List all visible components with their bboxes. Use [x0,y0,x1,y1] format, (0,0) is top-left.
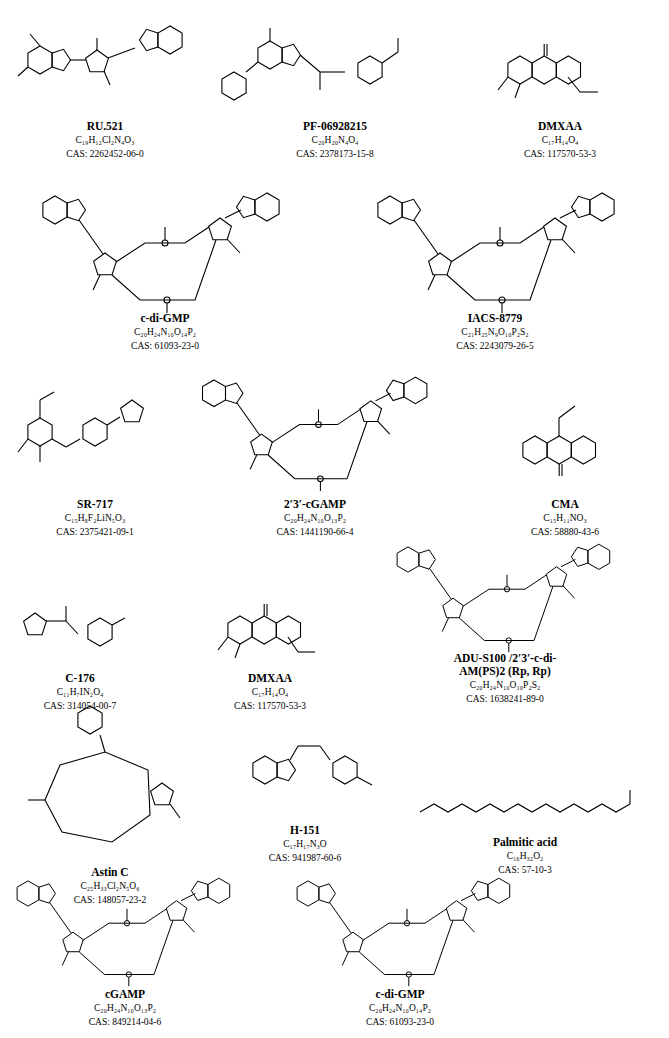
compound-name: DMXAA [538,120,582,133]
compound-name: SR-717 [77,498,113,511]
compound-name: DMXAA [248,672,292,685]
molecular-formula: C₂₀H₂₄N₁₀O₁₃P₂ [94,1002,156,1015]
compound-name: Palmitic acid [493,836,557,849]
molecular-formula: C₁₆H₃₂O₂ [507,850,544,863]
compound-name: ADU-S100 /2′3′-c-di-AM(PS)2 (Rp, Rp) [440,652,570,678]
cas-number: CAS: 1441190-66-4 [277,526,354,539]
cas-number: CAS: 2375421-09-1 [56,526,133,539]
compound-name: RU.521 [87,120,124,133]
molecular-formula: C₂₁H₂₅N₉O₁₀P₂S₂ [461,326,528,339]
cas-number: CAS: 941987-60-6 [269,852,342,865]
cas-number: CAS: 57-10-3 [498,864,552,877]
molecular-formula: C₂₀H₂₄N₁₀O₁₃P₂ [284,512,346,525]
cas-number: CAS: 1638241-89-0 [466,693,543,706]
compound-name: c-di-GMP [375,988,424,1001]
cas-number: CAS: 117570-53-3 [524,148,596,161]
cas-number: CAS: 58880-43-6 [531,526,599,539]
cas-number: CAS: 61093-23-0 [366,1016,434,1029]
cas-number: CAS: 2262452-06-0 [66,148,143,161]
molecular-formula: C₂₀H₂₄N₁₀O₁₄P₂ [134,326,196,339]
molecular-formula: C₁₅H₈F₂LiN₅O₃ [65,512,126,525]
molecular-formula: C₁₁H₇IN₂O₄ [57,686,104,699]
molecular-formula: C₁₇H₁₇N₃O [283,838,326,851]
cas-number: CAS: 117570-53-3 [234,700,306,713]
cas-number: CAS: 314054-00-7 [44,700,117,713]
cas-number: CAS: 2243079-26-5 [456,340,533,353]
molecular-formula: C₁₇H₁₄O₄ [542,134,579,147]
compound-name: 2′3′-cGAMP [284,498,346,511]
molecular-formula: C₂₀H₂₄N₁₀O₁₄P₂ [369,1002,431,1015]
cas-number: CAS: 148057-23-2 [74,894,147,907]
compound-name: c-di-GMP [140,312,189,325]
molecular-formula: C₁₉H₁₂Cl₂N₄O₃ [75,134,134,147]
compound-name: Astin C [91,866,128,879]
molecular-formula: C₁₅H₁₁NO₃ [543,512,586,525]
cas-number: CAS: 61093-23-0 [131,340,199,353]
molecular-formula: C₂₀H₂₄N₁₀O₁₀P₂S₂ [470,679,541,692]
molecular-formula: C₁₇H₁₄O₄ [252,686,289,699]
compound-name: PF-06928215 [303,120,367,133]
compound-name: H-151 [290,824,320,837]
compound-name: cGAMP [105,988,145,1001]
molecular-formula: C₂₀H₂₀N₄O₄ [312,134,359,147]
molecular-formula: C₂₅H₃₃Cl₂N₅O₆ [80,880,139,893]
compound-name: C-176 [65,672,94,685]
compound-name: CMA [551,498,578,511]
cas-number: CAS: 2378173-15-8 [296,148,373,161]
compound-name: IACS-8779 [468,312,522,325]
cas-number: CAS: 849214-04-6 [89,1016,162,1029]
